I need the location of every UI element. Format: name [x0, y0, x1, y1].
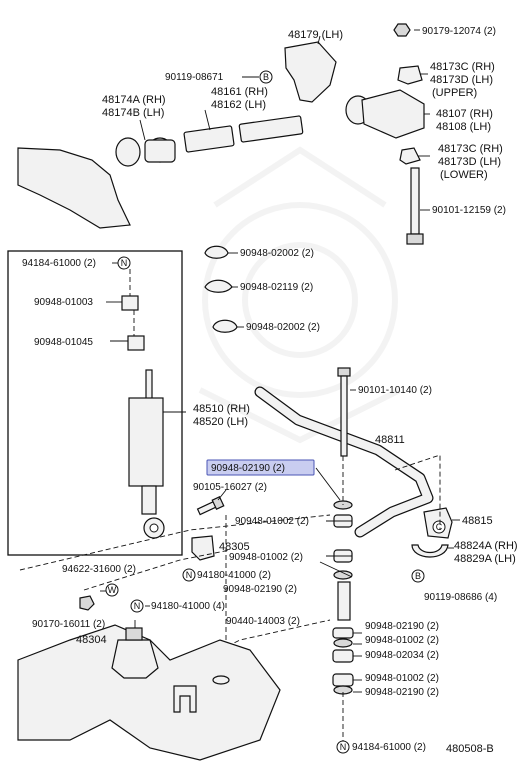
label-90101-12159[interactable]: 90101-12159 (2): [432, 205, 506, 216]
bushing-90948-02002-b[interactable]: [212, 319, 238, 333]
label-90948-01003[interactable]: 90948-01003: [34, 297, 93, 308]
watermark-emblem: [198, 146, 402, 444]
marker-n-top: N: [117, 256, 131, 270]
label-90179[interactable]: 90179-12074 (2): [422, 26, 496, 37]
part-labels: 48179 (LH) 90179-12074 (2) 90119-08671 4…: [22, 26, 518, 755]
svg-text:W: W: [108, 585, 117, 595]
marker-n-lower: N: [130, 599, 144, 613]
label-48179[interactable]: 48179 (LH): [288, 29, 343, 41]
label-48107[interactable]: 48107 (RH): [436, 108, 493, 120]
marker-b-lower: B: [411, 569, 425, 583]
label-90119-08686[interactable]: 90119-08686 (4): [424, 592, 497, 603]
highlight-box: [206, 459, 315, 476]
shock-absorber-box: [7, 250, 183, 556]
bracket-lower-u: [173, 685, 197, 713]
shock-absorber-48510[interactable]: [121, 295, 165, 539]
marker-b-upper: B: [259, 70, 273, 84]
link-stack-lower[interactable]: [332, 570, 354, 695]
label-48520[interactable]: 48520 (LH): [193, 416, 248, 428]
retainer-90948-02119[interactable]: [204, 279, 233, 293]
mount-48304[interactable]: [111, 627, 159, 679]
marker-w: W: [105, 583, 119, 597]
label-48174b[interactable]: 48174B (LH): [102, 107, 164, 119]
bushing-90948-02002-a[interactable]: [204, 245, 229, 259]
label-48173d-upper[interactable]: 48173D (LH): [430, 74, 493, 86]
bar-48161[interactable]: [183, 115, 304, 153]
label-48510[interactable]: 48510 (RH): [193, 403, 250, 415]
label-90948-02190-c[interactable]: 90948-02190 (2): [365, 621, 439, 632]
label-94622[interactable]: 94622-31600 (2): [62, 564, 136, 575]
bracket-48179[interactable]: [284, 41, 337, 103]
label-90948-02190-d[interactable]: 90948-02190 (2): [365, 687, 439, 698]
nut-90170[interactable]: [79, 595, 95, 611]
frame-member-upper: [17, 147, 131, 229]
bolt-90105-16027[interactable]: [196, 495, 225, 516]
label-48173d-lower[interactable]: 48173D (LH): [438, 156, 501, 168]
label-90119-08671[interactable]: 90119-08671: [165, 72, 224, 83]
cushion-48173-lower[interactable]: [399, 147, 421, 165]
marker-c: C: [432, 520, 446, 534]
label-90948-02034[interactable]: 90948-02034 (2): [365, 650, 439, 661]
bolt-90440[interactable]: [212, 675, 230, 685]
label-94184-bottom[interactable]: 94184-61000 (2): [352, 742, 426, 753]
label-48811[interactable]: 48811: [375, 434, 405, 446]
figure-code: 480508-B: [446, 743, 494, 755]
label-48305[interactable]: 48305: [219, 541, 250, 553]
nut-90179[interactable]: [393, 23, 411, 37]
stabilizer-bar-fill: [255, 387, 433, 537]
label-48829a[interactable]: 48829A (LH): [454, 553, 516, 565]
label-90948-01002-d[interactable]: 90948-01002 (2): [365, 673, 439, 684]
svg-text:C: C: [436, 522, 443, 532]
bushing-48174[interactable]: [115, 137, 176, 167]
clamp-48824a[interactable]: [411, 544, 449, 558]
label-48162[interactable]: 48162 (LH): [211, 99, 266, 111]
label-48108[interactable]: 48108 (LH): [436, 121, 491, 133]
label-90948-01002-b[interactable]: 90948-01002 (2): [229, 552, 303, 563]
label-48173c-upper[interactable]: 48173C (RH): [430, 61, 495, 73]
label-upper: (UPPER): [432, 87, 477, 99]
label-90948-01045[interactable]: 90948-01045: [34, 337, 93, 348]
label-90948-02190-b[interactable]: 90948-02190 (2): [223, 584, 297, 595]
label-90948-01002-a[interactable]: 90948-01002 (2): [235, 516, 309, 527]
label-48173c-lower[interactable]: 48173C (RH): [438, 143, 503, 155]
bushing-stack-upper[interactable]: [333, 500, 353, 563]
leader-lines-shock: [106, 252, 244, 413]
leader-lines-lower: [100, 389, 460, 693]
svg-text:N: N: [134, 601, 141, 611]
svg-text:B: B: [415, 571, 421, 581]
label-48161[interactable]: 48161 (RH): [211, 86, 268, 98]
leader-90105: [217, 489, 227, 501]
label-94184-top[interactable]: 94184-61000 (2): [22, 258, 96, 269]
label-90170[interactable]: 90170-16011 (2): [32, 619, 105, 630]
svg-text:N: N: [186, 570, 193, 580]
label-lower: (LOWER): [440, 169, 488, 181]
label-90440[interactable]: 90440-14003 (2): [226, 616, 300, 627]
label-48824a[interactable]: 48824A (RH): [454, 540, 518, 552]
bolt-90101-10140[interactable]: [337, 367, 351, 457]
label-90948-02190-highlighted[interactable]: 90948-02190 (2): [211, 463, 285, 474]
label-90948-01002-c[interactable]: 90948-01002 (2): [365, 635, 439, 646]
bracket-48107[interactable]: [345, 89, 425, 139]
leader-lines-upper: [139, 29, 430, 211]
label-90948-02002-a[interactable]: 90948-02002 (2): [240, 248, 314, 259]
label-94180-a[interactable]: 94180-41000 (2): [197, 570, 271, 581]
label-90105-16027[interactable]: 90105-16027 (2): [193, 482, 267, 493]
marker-n-bottom: N: [336, 740, 350, 754]
label-48304[interactable]: 48304: [76, 634, 107, 646]
label-90101-10140[interactable]: 90101-10140 (2): [358, 385, 432, 396]
label-94180-b[interactable]: 94180-41000 (4): [151, 601, 225, 612]
svg-text:N: N: [340, 742, 347, 752]
label-48174a[interactable]: 48174A (RH): [102, 94, 166, 106]
label-90948-02119[interactable]: 90948-02119 (2): [240, 282, 313, 293]
cushion-48173-upper[interactable]: [397, 65, 423, 85]
label-90948-02002-b[interactable]: 90948-02002 (2): [246, 322, 320, 333]
label-48815[interactable]: 48815: [462, 515, 493, 527]
bracket-48305[interactable]: [191, 535, 215, 561]
svg-text:N: N: [121, 258, 128, 268]
bolt-90101-12159[interactable]: [406, 167, 424, 245]
marker-n-mid: N: [182, 568, 196, 582]
svg-text:B: B: [263, 72, 269, 82]
